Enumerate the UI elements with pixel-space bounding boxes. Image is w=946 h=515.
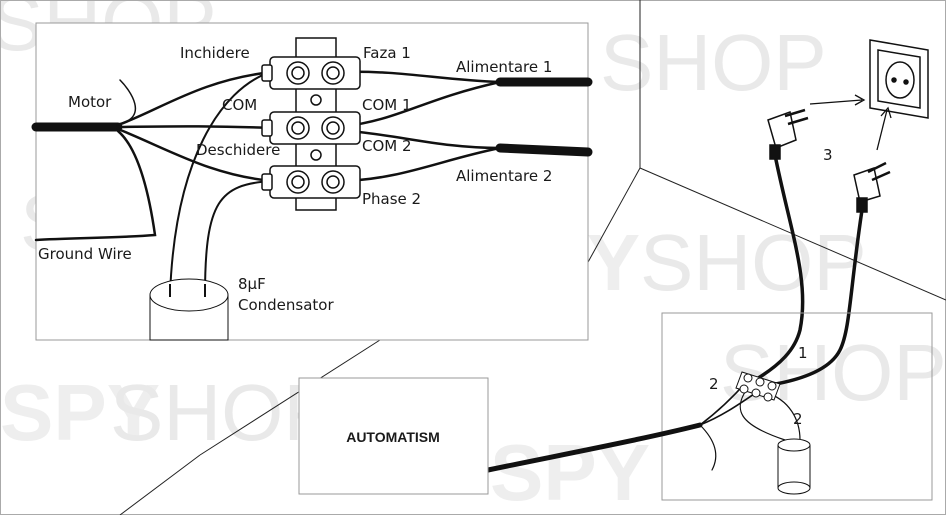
- plug-1-body: [767, 111, 797, 150]
- wire-deschidere: [116, 127, 274, 183]
- junction-screw-3: [767, 381, 777, 391]
- screw-1a-inner: [291, 66, 305, 80]
- wall-socket: [869, 39, 929, 119]
- label-phase2: Phase 2: [362, 190, 421, 208]
- inset-labels: Inchidere COM Deschidere Faza 1 COM 1 CO…: [38, 44, 552, 314]
- arrow-2-shaft: [876, 109, 888, 151]
- step-2-left-label: 2: [709, 375, 719, 393]
- bridge-screw-1: [310, 94, 322, 106]
- label-alimentare2: Alimentare 2: [456, 167, 552, 185]
- plug-2-body: [853, 167, 881, 203]
- label-ground-wire: Ground Wire: [38, 245, 132, 263]
- socket-cup: [885, 61, 915, 99]
- label-motor: Motor: [68, 93, 112, 111]
- arrow-1-head: [854, 94, 866, 106]
- junction-screw-4: [739, 384, 749, 394]
- terminal-row-3: [269, 165, 361, 199]
- junction-area-box: [661, 312, 933, 501]
- capacitor-detail: [149, 278, 229, 341]
- junction-screw-2: [755, 377, 765, 387]
- bridge-screw-2: [310, 149, 322, 161]
- socket-hole-1: [891, 77, 897, 83]
- step-3-label: 3: [823, 146, 833, 164]
- junction-capacitor-top: [777, 438, 811, 452]
- terminal-row-2: [269, 111, 361, 145]
- screw-2b-inner: [326, 121, 340, 135]
- wire-ferrule-3: [261, 173, 273, 191]
- plug-1-pin-b: [787, 116, 809, 126]
- plug-2-pin-b: [871, 170, 891, 182]
- label-alimentare1: Alimentare 1: [456, 58, 552, 76]
- plug-2-pin-a: [867, 161, 887, 174]
- plug-2-tail: [856, 197, 868, 213]
- cap-wire-2: [204, 180, 271, 296]
- automatism-cable: [485, 422, 703, 473]
- plug-1-pin-a: [784, 108, 806, 118]
- inset-wires: [31, 70, 593, 296]
- junction-screw-5: [751, 388, 761, 398]
- screw-1b-inner: [326, 66, 340, 80]
- plug-1: [767, 108, 809, 160]
- arrow-1-shaft: [809, 99, 863, 105]
- label-com2: COM 2: [362, 137, 412, 155]
- junction-screw-6: [763, 392, 773, 402]
- arrow-2-head: [880, 106, 892, 119]
- plug-cable-2: [768, 208, 864, 387]
- plug-2: [853, 161, 891, 213]
- wire-com: [116, 125, 274, 130]
- cap-wire-1: [169, 71, 271, 296]
- floor-left-line-a: [199, 339, 381, 456]
- label-faza1: Faza 1: [363, 44, 411, 62]
- label-com1: COM 1: [362, 96, 412, 114]
- label-deschidere: Deschidere: [196, 141, 280, 159]
- wire-inchidere: [116, 70, 274, 127]
- watermark-text-4: SHOP: [640, 218, 867, 307]
- step-labels: 1 2 2 3: [709, 146, 833, 428]
- watermark-brand-2: SPY: [0, 368, 160, 457]
- wire-ferrule-2: [261, 119, 273, 137]
- screw-3a-inner: [291, 175, 305, 189]
- arrows: [809, 94, 892, 151]
- wire-ground-extra: [117, 79, 137, 125]
- label-com: COM: [222, 96, 257, 114]
- screw-3b-inner: [326, 175, 340, 189]
- watermark-text-2: SHOP: [600, 18, 827, 107]
- supply-cable-2: [495, 143, 593, 157]
- terminal-row-1: [269, 56, 361, 90]
- wire-ground: [34, 129, 157, 242]
- capacitor-top: [149, 278, 229, 312]
- floor-left-line-b: [119, 454, 201, 515]
- socket-hole-2: [903, 79, 909, 85]
- automatism-box: [298, 377, 489, 495]
- plug-cable-1: [753, 153, 805, 382]
- watermark-text-6: SHOP: [720, 328, 946, 417]
- label-capacitor-value: 8μF: [238, 275, 266, 293]
- capacitor-leads: [169, 284, 206, 297]
- junction-screw-1: [743, 373, 753, 383]
- junction-terminal-block: [735, 371, 781, 402]
- terminal-block: [261, 37, 361, 211]
- plug-cables: [753, 153, 864, 387]
- ground-tail: [699, 424, 717, 471]
- label-capacitor-name: Condensator: [238, 296, 334, 314]
- step-2-right-label: 2: [793, 410, 803, 428]
- junction-capacitor: [777, 438, 811, 495]
- plug-1-tail: [769, 144, 781, 160]
- step-1-label: 1: [798, 344, 808, 362]
- screw-2a-inner: [291, 121, 305, 135]
- junction-capacitor-bottom: [777, 481, 811, 495]
- wire-ferrule-1: [261, 64, 273, 82]
- automatism-label: AUTOMATISM: [346, 429, 440, 445]
- label-inchidere: Inchidere: [180, 44, 250, 62]
